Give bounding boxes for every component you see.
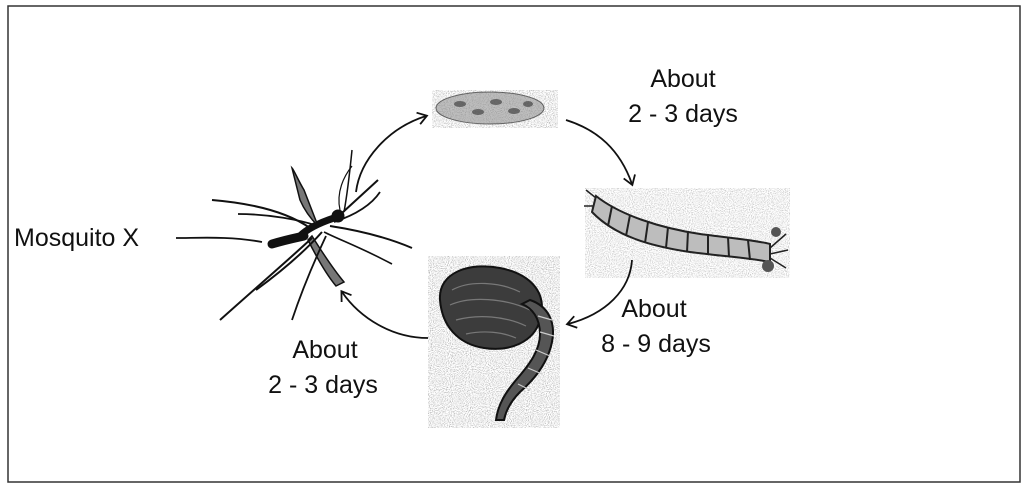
eggs-to-larva-duration-line2: 2 - 3 days [628,100,738,128]
pupa-to-adult-duration-line1: About [292,336,357,364]
mosquito-x-label: Mosquito X [14,224,139,252]
larva-to-pupa-duration-line1: About [621,295,686,323]
eggs-stage [432,90,558,128]
pupa-stage [428,256,560,428]
eggs-to-larva-duration-line1: About [650,65,715,93]
larva-to-pupa-duration-line2: 8 - 9 days [601,330,711,358]
larva-stage [584,188,790,278]
pupa-to-adult-duration-line2: 2 - 3 days [268,371,378,399]
